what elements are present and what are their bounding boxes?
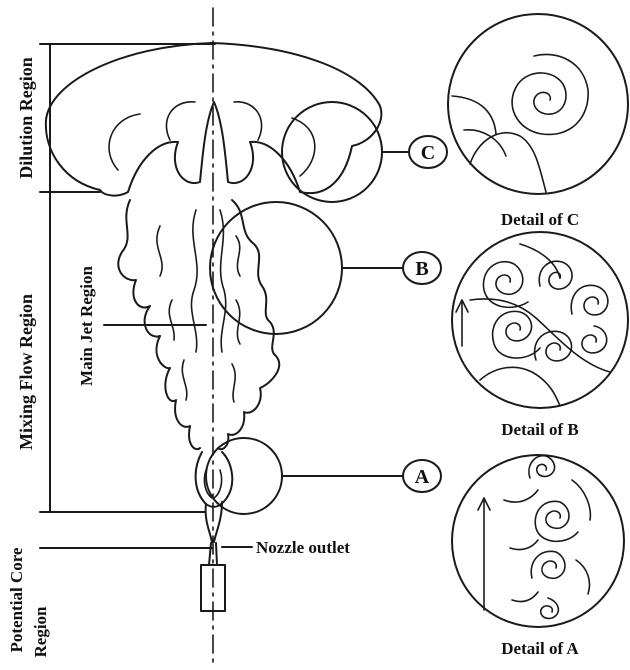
callout-a: A xyxy=(403,460,441,492)
detail-b-view xyxy=(452,232,628,408)
mixing-flow-region-label: Mixing Flow Region xyxy=(16,294,36,450)
callout-a-label: A xyxy=(415,466,430,488)
detail-b-label: Detail of B xyxy=(501,420,578,439)
nozzle xyxy=(201,543,252,611)
callout-b-label: B xyxy=(415,258,428,280)
nozzle-outlet-label: Nozzle outlet xyxy=(256,538,350,557)
dilution-region-label: Dilution Region xyxy=(16,57,36,179)
potential-core-label-line2: Region xyxy=(31,606,50,658)
detail-circles xyxy=(206,102,410,514)
main-jet-region-label: Main Jet Region xyxy=(77,265,96,385)
detail-c-view xyxy=(448,14,628,194)
circle-a xyxy=(206,438,282,514)
callout-c-label: C xyxy=(421,142,435,164)
callout-c: C xyxy=(409,136,447,168)
circle-b xyxy=(210,202,342,334)
circle-c xyxy=(282,102,382,202)
detail-c-label: Detail of C xyxy=(501,210,579,229)
detail-a-label: Detail of A xyxy=(501,639,579,658)
potential-core-label-line1: Potential Core xyxy=(7,547,26,652)
detail-a-view xyxy=(452,455,624,627)
callout-b: B xyxy=(403,252,441,284)
region-brackets xyxy=(40,44,215,548)
